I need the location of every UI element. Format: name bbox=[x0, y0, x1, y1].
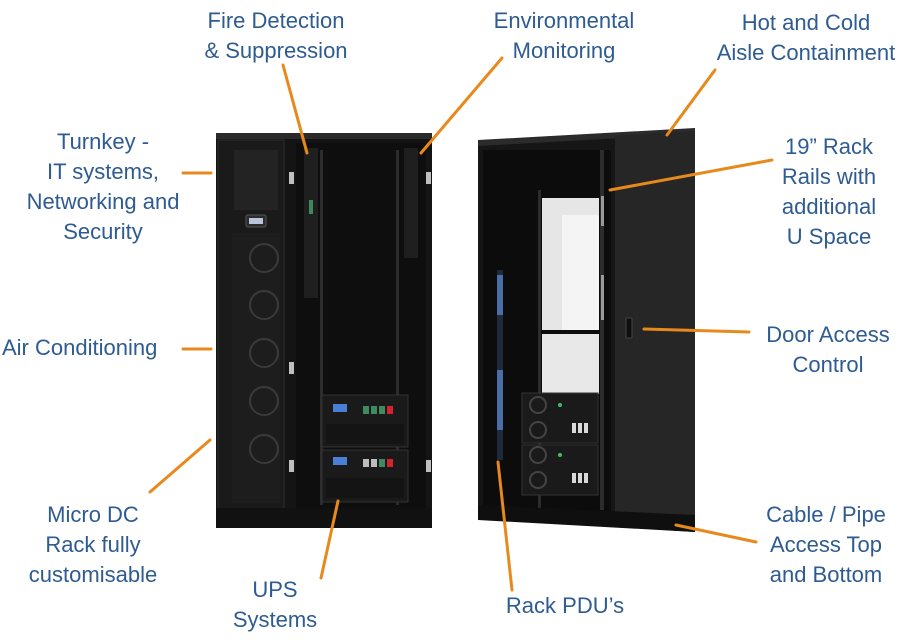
fan-icon bbox=[249, 386, 279, 416]
leader-ups bbox=[319, 499, 340, 580]
environmental-sensor bbox=[404, 148, 418, 258]
fan-icon bbox=[249, 434, 279, 464]
rack-blank-panel bbox=[542, 334, 599, 394]
label-environmental-monitoring: Environmental Monitoring bbox=[493, 8, 635, 63]
leader-rack-rails bbox=[608, 158, 774, 192]
leader-door-access bbox=[642, 327, 751, 334]
cooling-top-panel bbox=[234, 150, 278, 210]
rail-marking bbox=[601, 196, 604, 226]
label-rack-rails: 19” Rack Rails with additional U Space bbox=[781, 134, 877, 249]
fire-indicator bbox=[309, 200, 313, 214]
label-ups-systems: UPS Systems bbox=[232, 577, 318, 632]
fan-grille bbox=[232, 233, 280, 503]
fans bbox=[249, 243, 279, 464]
right-cabinet bbox=[478, 128, 695, 532]
power-module bbox=[521, 392, 599, 444]
label-rack-pdus: Rack PDU’s bbox=[505, 593, 625, 618]
label-air-conditioning: Air Conditioning bbox=[2, 335, 158, 360]
pdu-segment bbox=[497, 370, 503, 430]
fan-icon bbox=[249, 290, 279, 320]
hinge bbox=[426, 460, 431, 472]
door-access-handle bbox=[625, 317, 633, 339]
leader-containment bbox=[665, 68, 717, 137]
leader-lines bbox=[148, 56, 774, 592]
rack-rail bbox=[396, 150, 399, 505]
label-turnkey: Turnkey - IT systems, Networking and Sec… bbox=[26, 129, 180, 244]
right-cabinet-top-edge bbox=[478, 128, 695, 146]
rack-rail bbox=[600, 150, 604, 510]
fan-icon bbox=[249, 243, 279, 273]
ups-unit bbox=[321, 394, 409, 448]
pdu-segment bbox=[497, 275, 503, 315]
leader-micro-dc bbox=[148, 438, 212, 494]
power-module bbox=[521, 444, 599, 496]
hinge bbox=[289, 172, 294, 184]
rack-rail bbox=[538, 190, 541, 510]
ups-unit bbox=[321, 449, 409, 503]
leader-fire bbox=[281, 63, 309, 155]
label-cable-pipe-access: Cable / Pipe Access Top and Bottom bbox=[766, 502, 886, 587]
fan-icon bbox=[249, 338, 279, 368]
rail-marking bbox=[601, 275, 604, 320]
label-door-access: Door Access Control bbox=[766, 322, 890, 377]
leader-cable-pipe bbox=[674, 523, 758, 544]
label-micro-dc: Micro DC Rack fully customisable bbox=[28, 502, 158, 587]
cooling-display bbox=[249, 218, 263, 224]
left-cabinet bbox=[216, 133, 432, 528]
label-aisle-containment: Hot and Cold Aisle Containment bbox=[716, 10, 896, 65]
rack-blank-panel-highlight bbox=[562, 215, 599, 330]
leader-rack-pdu bbox=[496, 460, 514, 592]
label-fire-detection: Fire Detection & Suppression bbox=[204, 8, 348, 63]
hinge bbox=[289, 460, 294, 472]
hinge bbox=[289, 362, 294, 374]
hinge bbox=[426, 172, 431, 184]
leader-environmental bbox=[419, 56, 504, 155]
fire-suppression-unit bbox=[304, 148, 318, 298]
rack-rail bbox=[320, 150, 323, 505]
left-cabinet-top-edge bbox=[216, 133, 432, 139]
rack-pdu-strip bbox=[497, 270, 503, 460]
right-cabinet-plinth bbox=[478, 505, 695, 532]
left-cabinet-plinth bbox=[216, 508, 432, 528]
